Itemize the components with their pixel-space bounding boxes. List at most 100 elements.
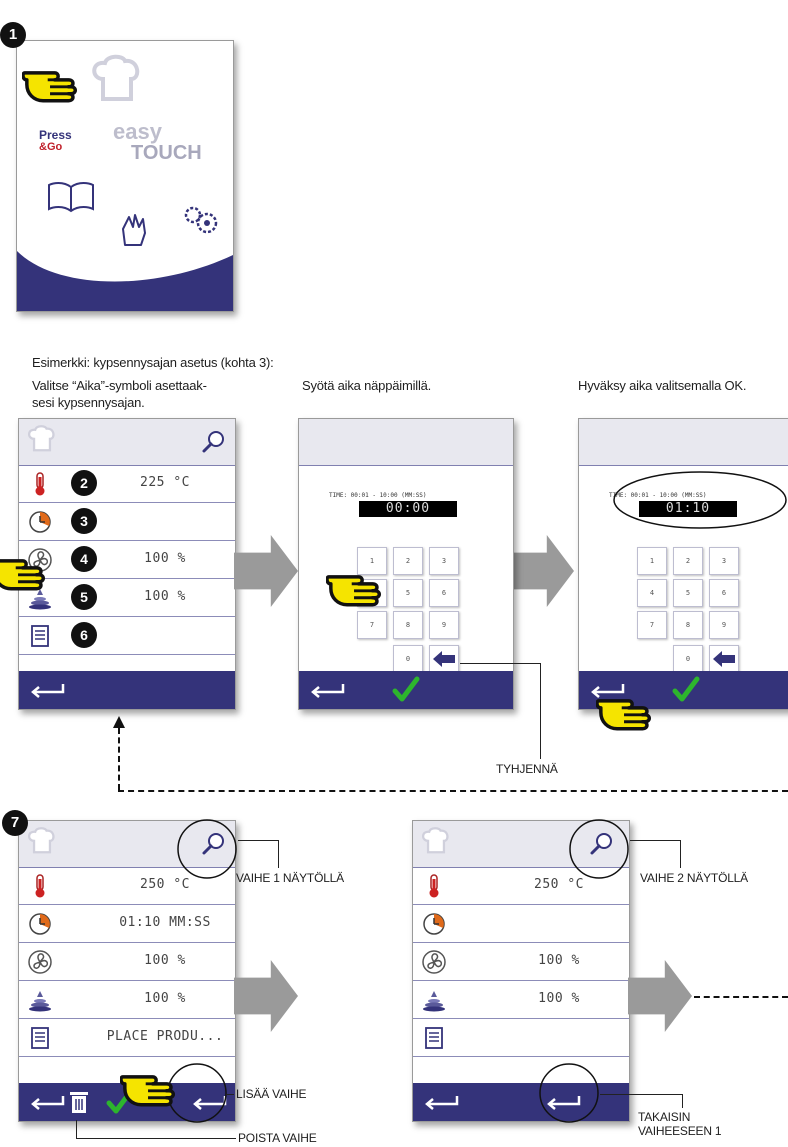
screen-header bbox=[413, 821, 629, 868]
time-display: 00:00 bbox=[359, 501, 457, 517]
clear-key[interactable] bbox=[709, 645, 739, 673]
flow-arrow-icon bbox=[510, 535, 574, 607]
param-row[interactable]: 01:10 MM:SS bbox=[19, 905, 235, 943]
chef-hat-icon[interactable] bbox=[25, 423, 59, 457]
add-step-callout: LISÄÄ VAIHE bbox=[236, 1087, 307, 1101]
step2-screen: 250 °C 100 % 100 % bbox=[412, 820, 630, 1122]
keypad-key[interactable]: 7 bbox=[357, 611, 387, 639]
callout-line bbox=[460, 663, 540, 664]
keypad-key[interactable]: 5 bbox=[393, 579, 423, 607]
keypad-key[interactable]: 3 bbox=[709, 547, 739, 575]
callout-line bbox=[630, 840, 680, 841]
keypad-key[interactable]: 2 bbox=[673, 547, 703, 575]
screen-header bbox=[19, 419, 235, 466]
fan-icon bbox=[27, 949, 53, 975]
param-row[interactable]: 100 % bbox=[413, 943, 629, 981]
param-value: 100 % bbox=[538, 953, 580, 968]
back-to-step1-callout: TAKAISIN VAIHEESEEN 1 bbox=[638, 1110, 722, 1138]
keypad-key[interactable]: 6 bbox=[709, 579, 739, 607]
step-badge-1: 1 bbox=[0, 22, 26, 48]
clear-callout: TYHJENNÄ bbox=[496, 762, 558, 776]
param-value: 250 °C bbox=[140, 877, 190, 892]
param-row[interactable]: 100 % bbox=[413, 981, 629, 1019]
param-value: 100 % bbox=[144, 991, 186, 1006]
param-row[interactable]: 100 % bbox=[19, 981, 235, 1019]
screen-swoosh bbox=[17, 251, 233, 311]
param-value: 01:10 MM:SS bbox=[119, 915, 211, 930]
back-icon[interactable] bbox=[27, 680, 67, 700]
keypad-key[interactable]: 5 bbox=[673, 579, 703, 607]
callout-line bbox=[680, 840, 681, 868]
chef-hat-icon[interactable] bbox=[419, 825, 453, 859]
pointing-hand-icon bbox=[120, 1056, 190, 1114]
param-value: 225 °C bbox=[140, 475, 190, 490]
clear-arrow-icon bbox=[713, 651, 735, 667]
home-screen: Press &Go easy TOUCH bbox=[16, 40, 234, 312]
keypad-key[interactable]: 9 bbox=[429, 611, 459, 639]
param-row[interactable]: 3 bbox=[19, 503, 235, 541]
magnifier-icon[interactable] bbox=[201, 429, 227, 455]
keypad-key[interactable]: 8 bbox=[393, 611, 423, 639]
keypad-key[interactable]: 2 bbox=[393, 547, 423, 575]
thermometer-icon bbox=[27, 873, 53, 899]
clear-key[interactable] bbox=[429, 645, 459, 673]
keypad-key[interactable]: 1 bbox=[637, 547, 667, 575]
param-row[interactable]: 250 °C bbox=[413, 867, 629, 905]
humidity-icon bbox=[27, 987, 53, 1013]
clock-icon bbox=[421, 911, 447, 937]
param-row[interactable]: 2 225 °C bbox=[19, 465, 235, 503]
chef-hat-icon[interactable] bbox=[87, 51, 147, 111]
keypad-key[interactable]: 9 bbox=[709, 611, 739, 639]
param-row[interactable]: 6 bbox=[19, 617, 235, 655]
param-row[interactable]: 100 % bbox=[19, 943, 235, 981]
keypad-key[interactable]: 0 bbox=[673, 645, 703, 673]
keypad-key[interactable]: 3 bbox=[429, 547, 459, 575]
param-badge: 2 bbox=[71, 470, 97, 496]
ok-check-icon[interactable] bbox=[391, 675, 421, 705]
param-row[interactable]: 5 100 % bbox=[19, 579, 235, 617]
trash-icon[interactable] bbox=[69, 1090, 89, 1114]
keypad-screen: TIME: 00:01 - 10:00 (MM:SS) 00:00 123456… bbox=[298, 418, 514, 710]
param-badge: 3 bbox=[71, 508, 97, 534]
step2-shown-callout: VAIHE 2 NÄYTÖLLÄ bbox=[640, 871, 748, 885]
param-value: PLACE PRODU... bbox=[106, 1029, 224, 1044]
ok-check-icon[interactable] bbox=[671, 675, 701, 705]
press-go-logo[interactable]: Press &Go bbox=[39, 128, 72, 153]
param-value: 100 % bbox=[144, 953, 186, 968]
notes-icon bbox=[27, 1025, 53, 1051]
param-value: 100 % bbox=[144, 589, 186, 604]
example-caption: Esimerkki: kypsennysajan asetus (kohta 3… bbox=[32, 355, 274, 370]
param-row[interactable]: 250 °C bbox=[19, 867, 235, 905]
step-c-caption: Hyväksy aika valitsemalla OK. bbox=[578, 378, 747, 393]
screen-header bbox=[579, 419, 788, 466]
settings-gears-icon[interactable] bbox=[183, 203, 219, 237]
step-a-caption: Valitse “Aika”-symboli asettaak- sesi ky… bbox=[32, 378, 207, 410]
back-icon[interactable] bbox=[421, 1092, 461, 1112]
keypad-key[interactable]: 7 bbox=[637, 611, 667, 639]
keypad-key[interactable]: 8 bbox=[673, 611, 703, 639]
back-icon[interactable] bbox=[307, 680, 347, 700]
back-icon[interactable] bbox=[27, 1092, 67, 1112]
cleaning-hand-icon[interactable] bbox=[115, 209, 155, 249]
notes-icon bbox=[27, 623, 53, 649]
callout-line bbox=[540, 663, 541, 759]
param-row[interactable] bbox=[413, 905, 629, 943]
param-row[interactable]: PLACE PRODU... bbox=[19, 1019, 235, 1057]
param-row[interactable] bbox=[413, 1019, 629, 1057]
step-badge-7: 7 bbox=[2, 810, 28, 836]
param-badge: 5 bbox=[71, 584, 97, 610]
screen-footer bbox=[413, 1083, 629, 1121]
step1-screen: 250 °C 01:10 MM:SS 100 % 100 % PLACE PRODU..… bbox=[18, 820, 236, 1122]
step-b-caption: Syötä aika näppäimillä. bbox=[302, 378, 432, 393]
easy-touch-logo[interactable]: easy TOUCH bbox=[113, 119, 202, 164]
humidity-icon bbox=[421, 987, 447, 1013]
chef-hat-icon[interactable] bbox=[25, 825, 59, 859]
param-value: 100 % bbox=[144, 551, 186, 566]
keypad-key[interactable]: 6 bbox=[429, 579, 459, 607]
keypad-key[interactable]: 4 bbox=[637, 579, 667, 607]
keypad-key[interactable]: 0 bbox=[393, 645, 423, 673]
keypad-key[interactable]: 1 bbox=[357, 547, 387, 575]
book-icon[interactable] bbox=[45, 181, 97, 213]
clear-arrow-icon bbox=[433, 651, 455, 667]
